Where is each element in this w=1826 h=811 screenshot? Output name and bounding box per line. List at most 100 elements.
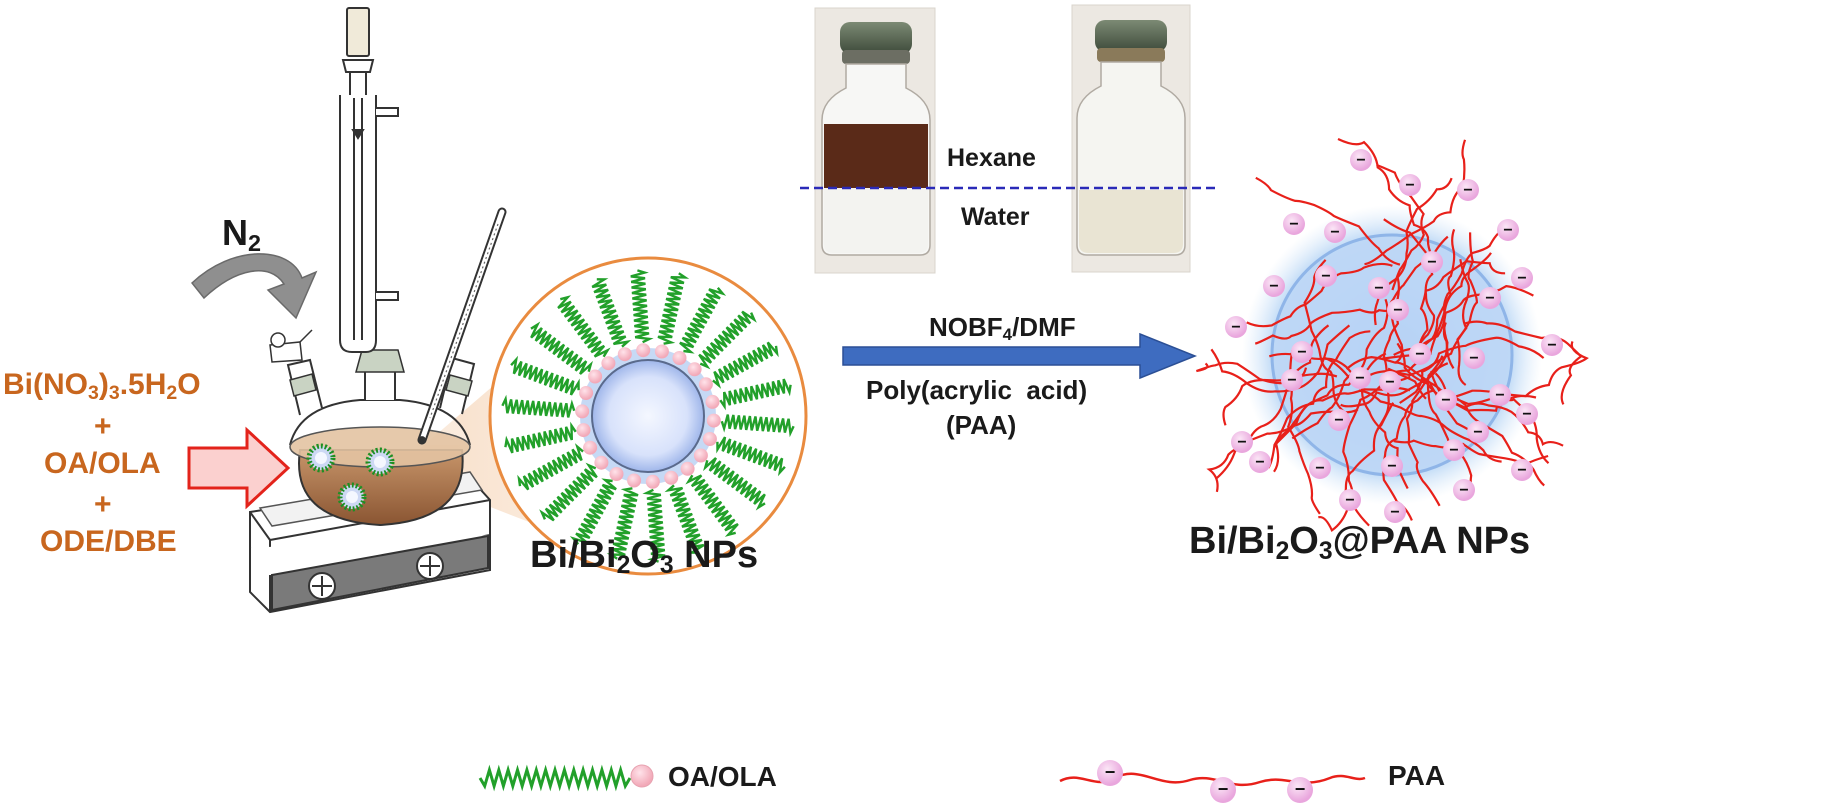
svg-text:−: − xyxy=(1503,222,1512,239)
charge-group: − xyxy=(1350,149,1372,171)
svg-text:−: − xyxy=(1334,412,1343,429)
charge-group: − xyxy=(1511,267,1533,289)
flask-nanoparticle-3 xyxy=(337,482,367,512)
reaction-ligand-line2: (PAA) xyxy=(946,410,1017,440)
paa-chain xyxy=(1418,260,1506,349)
ligand-head-bead xyxy=(627,473,642,488)
paa-chain xyxy=(1246,262,1393,328)
svg-text:−: − xyxy=(1269,278,1278,295)
paa-chain xyxy=(1303,259,1347,414)
ligand-head-bead xyxy=(594,455,609,470)
n2-gas-label: N2 xyxy=(222,212,262,256)
charge-group: − xyxy=(1479,287,1501,309)
charge-group: − xyxy=(1409,343,1431,365)
svg-text:−: − xyxy=(1345,492,1354,509)
svg-text:−: − xyxy=(1449,442,1458,459)
svg-text:−: − xyxy=(1517,462,1526,479)
ligand-chain xyxy=(569,478,617,545)
hexane-phase-label: Hexane xyxy=(947,144,1036,172)
svg-text:−: − xyxy=(1485,290,1494,307)
charge-group: − xyxy=(1467,421,1489,443)
charge-group: − xyxy=(1421,251,1443,273)
svg-text:−: − xyxy=(1415,346,1424,363)
ligand-head-bead xyxy=(702,432,717,446)
ligand-head-bead xyxy=(583,440,598,455)
reaction-reagent-label: NOBF4/DMF xyxy=(929,312,1076,345)
charge-group: − xyxy=(1281,369,1303,391)
charge-group: − xyxy=(1291,341,1313,363)
charge-group: − xyxy=(1324,221,1346,243)
charge-group: − xyxy=(1349,367,1371,389)
svg-text:−: − xyxy=(1297,344,1306,361)
paa-charge-groups: −−−−−−−−−−−−−−−−−−−−−−−−−−−−−−−−−−− xyxy=(1225,149,1563,523)
ligand-head-bead xyxy=(588,369,603,384)
legend-charge-3: − xyxy=(1287,777,1313,803)
svg-text:−: − xyxy=(1495,387,1504,404)
reagent-addition-arrow xyxy=(187,426,291,510)
vial-photo-left xyxy=(814,7,936,274)
svg-text:−: − xyxy=(1289,216,1298,233)
charge-group: − xyxy=(1283,213,1305,235)
paa-chain xyxy=(1456,232,1479,386)
ligand-head-bead xyxy=(698,377,713,392)
svg-text:−: − xyxy=(1295,779,1306,799)
svg-text:−: − xyxy=(1441,392,1450,409)
ligand-head-bead xyxy=(601,356,616,371)
ligand-head-bead xyxy=(576,423,591,438)
ligand-head-bead xyxy=(687,362,702,377)
legend-paa-label: PAA xyxy=(1388,760,1446,791)
ligand-chain xyxy=(504,421,577,454)
charge-group: − xyxy=(1453,479,1475,501)
svg-text:−: − xyxy=(1469,350,1478,367)
paa-chain xyxy=(1317,402,1395,532)
paa-chain xyxy=(1442,228,1504,370)
round-bottom-flask xyxy=(269,329,476,527)
svg-text:−: − xyxy=(1287,372,1296,389)
svg-text:−: − xyxy=(1427,254,1436,271)
legend-oa-ola-label: OA/OLA xyxy=(668,761,777,792)
charge-group: − xyxy=(1541,334,1563,356)
water-phase-label: Water xyxy=(961,203,1030,231)
np-zoom-view xyxy=(488,256,808,576)
ligand-chain xyxy=(530,321,593,375)
ligand-head-bead xyxy=(672,351,687,365)
svg-text:−: − xyxy=(1405,177,1414,194)
svg-text:−: − xyxy=(1218,779,1229,799)
ligand-chain xyxy=(685,474,739,537)
ligand-head-bead xyxy=(680,461,695,476)
reaction-ligand-line1: Poly(acrylic acid) xyxy=(866,375,1088,405)
ligand-chain xyxy=(712,341,779,389)
ligand-head-bead xyxy=(636,343,651,358)
legend-charge-1: − xyxy=(1097,760,1123,786)
charge-group: − xyxy=(1315,265,1337,287)
np-ligand-shell xyxy=(501,269,795,563)
vial-photo-right xyxy=(1071,4,1191,273)
svg-text:−: − xyxy=(1463,182,1472,199)
ligand-head-bead xyxy=(579,386,594,400)
np-label: Bi/Bi2O3 NPs xyxy=(530,534,759,580)
np-core xyxy=(591,359,705,473)
charge-group: − xyxy=(1489,384,1511,406)
ligand-chain xyxy=(657,272,690,345)
svg-text:−: − xyxy=(1374,280,1383,297)
paa-chain xyxy=(1267,330,1371,469)
charge-group: − xyxy=(1249,451,1271,473)
ligand-chain xyxy=(501,394,576,418)
paa-coated-np: −−−−−−−−−−−−−−−−−−−−−−−−−−−−−−−−−−− xyxy=(1196,138,1589,532)
paa-chain xyxy=(1345,355,1484,440)
ligand-chain xyxy=(719,378,792,411)
paa-chain xyxy=(1382,389,1435,521)
flask-nanoparticle-2 xyxy=(365,447,395,477)
svg-text:−: − xyxy=(1473,424,1482,441)
ligand-chain xyxy=(591,278,632,348)
ligand-chain xyxy=(557,295,611,358)
svg-text:−: − xyxy=(1105,762,1116,782)
charge-group: − xyxy=(1339,489,1361,511)
product-label: Bi/Bi2O3@PAA NPs xyxy=(1189,520,1531,566)
ligand-head-bead xyxy=(693,448,708,463)
ligand-chain xyxy=(642,488,666,563)
charge-group: − xyxy=(1387,299,1409,321)
charge-group: − xyxy=(1463,347,1485,369)
svg-text:−: − xyxy=(1321,268,1330,285)
